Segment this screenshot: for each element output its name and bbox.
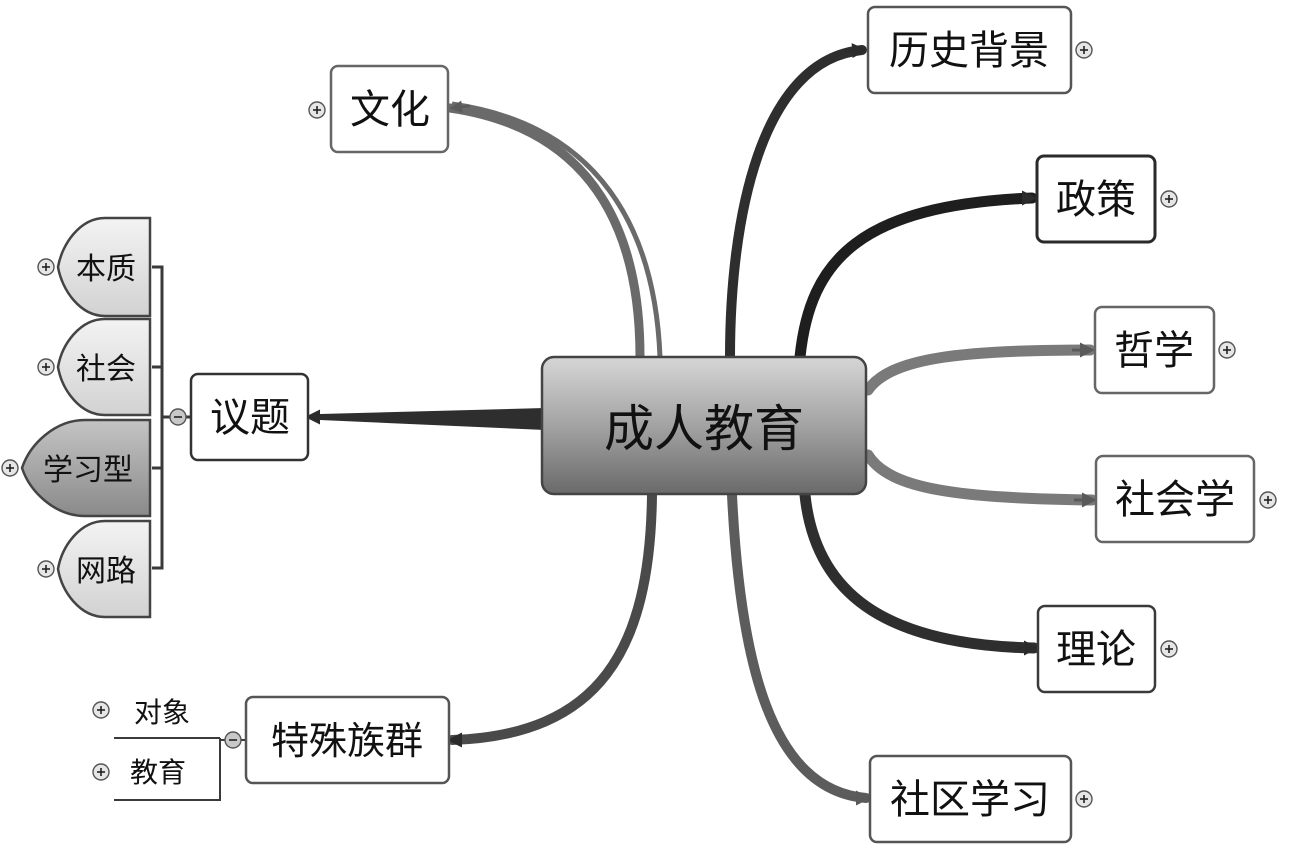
topic-community-label: 社区学习 [890,777,1050,823]
collapse-special-groups-icon[interactable] [224,731,242,749]
issue-child-network[interactable]: 网路 [56,519,152,619]
branch-culture [445,103,645,362]
branch-special-groups [447,490,657,745]
topic-philosophy[interactable]: 哲学 [1093,305,1216,395]
root-node[interactable]: 成人教育 [540,355,868,496]
branch-sociology [862,449,1098,506]
topic-theory-label: 理论 [1056,627,1136,673]
expand-sociology-icon[interactable] [1259,491,1277,509]
topic-culture-label: 文化 [350,87,430,133]
expand-essence-icon[interactable] [37,258,55,276]
special-child-education[interactable]: 教育 [130,756,186,789]
topic-sociology-label: 社会学 [1115,477,1235,523]
topic-policy-label: 政策 [1056,177,1136,223]
topic-issues[interactable]: 议题 [189,372,310,462]
issue-child-learning-type[interactable]: 学习型 [20,418,152,518]
root-label: 成人教育 [604,400,804,458]
topic-policy[interactable]: 政策 [1035,154,1157,244]
special-child-target[interactable]: 对象 [134,696,190,729]
issue-child-learning-type-label: 学习型 [43,453,133,488]
branch-community [727,490,871,803]
expand-policy-icon[interactable] [1160,190,1178,208]
topic-philosophy-label: 哲学 [1114,328,1194,374]
expand-theory-icon[interactable] [1160,640,1178,658]
topic-sociology[interactable]: 社会学 [1094,454,1256,544]
branch-issues [320,408,545,430]
topic-issues-label: 议题 [210,395,290,441]
topic-history[interactable]: 历史背景 [866,5,1073,95]
issue-child-society[interactable]: 社会 [56,317,152,417]
collapse-issues-icon[interactable] [169,408,187,426]
branch-theory [799,489,1040,654]
branch-philosophy [862,344,1096,396]
expand-community-icon[interactable] [1075,790,1093,808]
topic-history-label: 历史背景 [889,28,1049,74]
issue-child-essence[interactable]: 本质 [56,216,152,318]
expand-history-icon[interactable] [1075,41,1093,59]
expand-target-icon[interactable] [92,701,110,719]
topic-special-groups[interactable]: 特殊族群 [244,695,451,785]
special-child-education-label: 教育 [130,756,186,789]
expand-society-icon[interactable] [37,358,55,376]
expand-culture-icon[interactable] [308,101,326,119]
expand-education-icon[interactable] [92,763,110,781]
expand-network-icon[interactable] [37,560,55,578]
issue-child-network-label: 网路 [76,554,136,589]
branch-connectors [305,43,1098,806]
issue-child-society-label: 社会 [76,352,136,387]
branch-policy [794,192,1038,363]
branch-history [725,45,867,362]
topic-culture[interactable]: 文化 [329,64,450,154]
topic-theory[interactable]: 理论 [1036,604,1157,694]
issue-child-essence-label: 本质 [76,252,136,287]
expand-philosophy-icon[interactable] [1218,341,1236,359]
expand-learning-type-icon[interactable] [1,459,19,477]
topic-community[interactable]: 社区学习 [868,754,1073,844]
special-child-target-label: 对象 [134,696,190,729]
topic-special-groups-label: 特殊族群 [271,719,423,763]
